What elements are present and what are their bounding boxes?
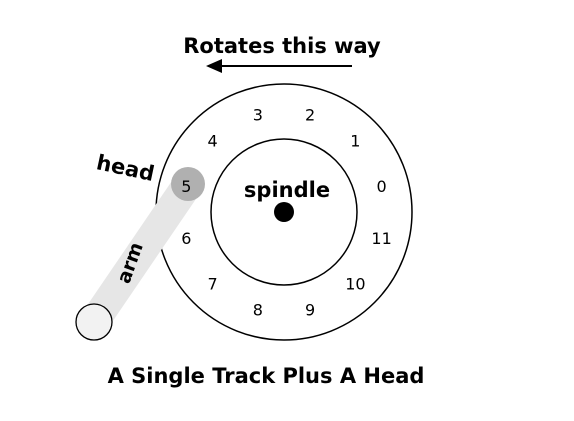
sector-label-1: 1 <box>350 132 360 151</box>
head-label: head <box>94 150 156 186</box>
sector-label-9: 9 <box>305 301 315 320</box>
sector-label-2: 2 <box>305 105 315 124</box>
disk-head <box>171 167 205 201</box>
sector-label-5: 5 <box>181 177 191 196</box>
sector-label-4: 4 <box>208 132 218 151</box>
disk-arm <box>79 169 203 337</box>
sector-label-6: 6 <box>181 229 191 248</box>
spindle-dot <box>274 202 294 222</box>
arm-pivot <box>75 303 113 341</box>
sector-label-11: 11 <box>371 229 391 248</box>
rotation-label: Rotates this way <box>183 34 381 58</box>
inner-track-circle <box>210 138 358 286</box>
sector-labels: 0 1 2 3 4 5 6 7 8 9 10 11 <box>181 105 391 319</box>
sector-label-10: 10 <box>345 274 365 293</box>
sector-label-3: 3 <box>253 105 263 124</box>
spindle-label: spindle <box>244 178 330 202</box>
sector-label-7: 7 <box>208 274 218 293</box>
sector-label-0: 0 <box>377 177 387 196</box>
diagram-caption: A Single Track Plus A Head <box>108 364 425 388</box>
sector-label-8: 8 <box>253 301 263 320</box>
rotation-arrow <box>206 59 352 73</box>
